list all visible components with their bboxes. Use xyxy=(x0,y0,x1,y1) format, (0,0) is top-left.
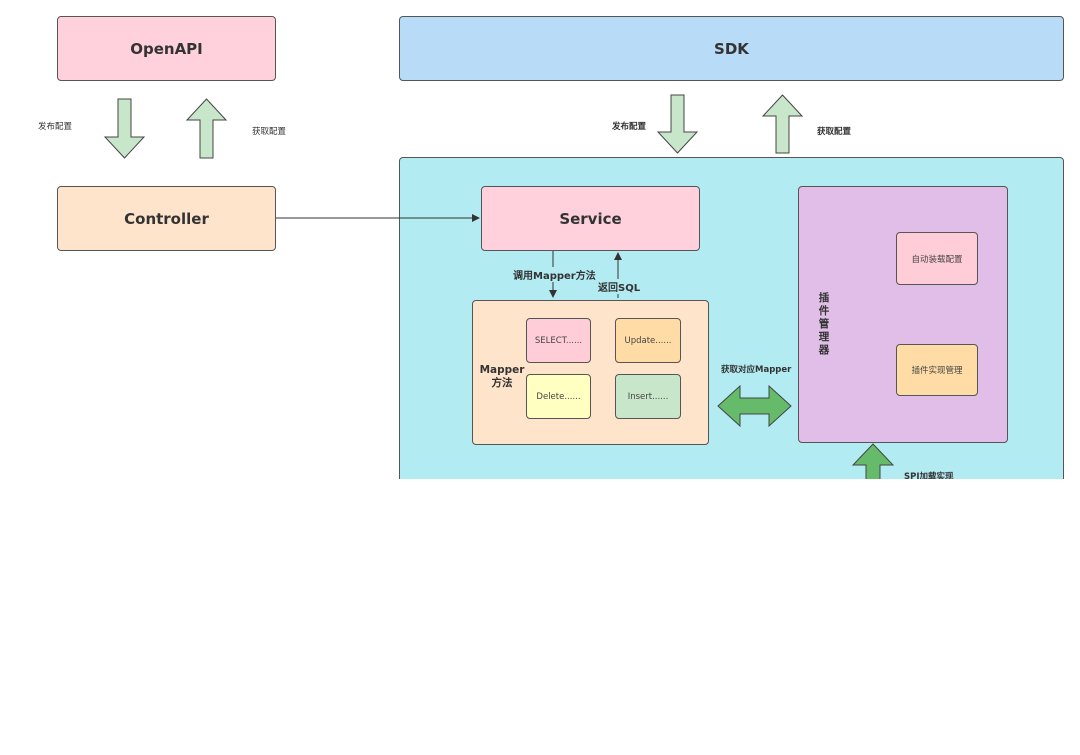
sdk-publish-label: 发布配置 xyxy=(612,122,647,132)
service-node: Service xyxy=(481,186,700,251)
sdk-node: SDK xyxy=(399,16,1064,81)
call-mapper-label: 调用Mapper方法 xyxy=(512,267,597,282)
controller-node: Controller xyxy=(57,186,276,251)
mapper-insert-node: Insert...... xyxy=(615,374,681,419)
mapper-select-node: SELECT...... xyxy=(526,318,591,363)
sdk-fetch-label: 获取配置 xyxy=(817,127,852,137)
mapper-select-label: SELECT...... xyxy=(534,335,583,346)
mapper-title-line2: 方法 xyxy=(491,377,513,389)
openapi-label: OpenAPI xyxy=(130,39,203,58)
controller-label: Controller xyxy=(124,209,209,228)
plugin-auto-config-node: 自动装载配置 xyxy=(896,232,978,285)
plugin-auto-config-label: 自动装载配置 xyxy=(911,254,963,265)
sdk-publish-arrow xyxy=(656,94,699,154)
openapi-fetch-arrow xyxy=(185,98,228,159)
mapper-delete-node: Delete...... xyxy=(526,374,591,419)
openapi-publish-arrow xyxy=(103,98,146,159)
mapper-insert-label: Insert...... xyxy=(627,391,669,402)
mapper-title-line1: Mapper xyxy=(479,364,525,376)
openapi-fetch-label: 获取配置 xyxy=(252,127,287,137)
plugin-manager-group xyxy=(798,186,1008,443)
mapper-methods-title: Mapper 方法 xyxy=(478,364,526,390)
service-label: Service xyxy=(559,209,622,228)
openapi-publish-label: 发布配置 xyxy=(38,122,73,132)
get-mapper-double-arrow xyxy=(717,384,792,428)
get-mapper-label: 获取对应Mapper xyxy=(721,365,792,375)
mapper-delete-label: Delete...... xyxy=(536,391,581,402)
spi-load-label: SPI加载实现 xyxy=(904,472,954,482)
blank-cropped-area xyxy=(0,479,1080,755)
sdk-fetch-arrow xyxy=(761,94,804,154)
plugin-impl-label: 插件实现管理 xyxy=(911,366,963,376)
mapper-update-label: Update...... xyxy=(624,335,672,346)
sdk-label: SDK xyxy=(714,39,749,58)
plugin-manager-title: 插件管理器 xyxy=(818,292,830,356)
plugin-impl-node: 插件实现管理 xyxy=(896,344,978,396)
return-sql-label: 返回SQL xyxy=(597,279,642,294)
mapper-update-node: Update...... xyxy=(615,318,681,363)
openapi-node: OpenAPI xyxy=(57,16,276,81)
